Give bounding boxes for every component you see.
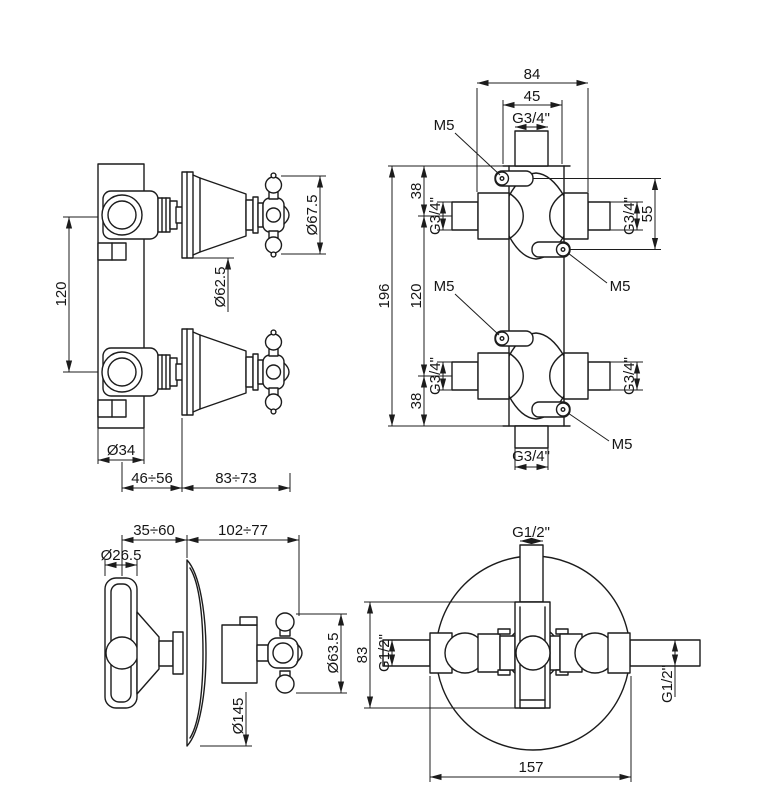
dim-label-overall-width: 157 (518, 759, 543, 776)
view-front-body: 84 45 G3/4" M5 38 G3/4" G3/4" 55 M5 196 … (376, 66, 661, 471)
dim-lines-side (63, 175, 326, 492)
view-front-concealed: G1/2" G1/2" 83 G1/2" 157 (354, 524, 701, 782)
thread-label-top: G3/4" (512, 110, 550, 127)
top-port (514, 130, 549, 167)
dim-label-handle-diameter-2: Ø63.5 (325, 633, 342, 674)
lower-valve-front (451, 330, 611, 420)
dim-label-depth-range: 46÷56 (131, 470, 173, 487)
dim-label-nut-width: 45 (524, 88, 541, 105)
cartridge-hub (515, 635, 551, 671)
dim-lines-concealed-front (366, 537, 679, 782)
handle-arm-wedge (136, 611, 160, 695)
dim-label-body-width: 84 (524, 66, 541, 83)
body-column (508, 165, 565, 427)
thread-label-left-upper: G3/4" (427, 197, 444, 235)
dim-label-handle-bar-diameter: Ø26.5 (101, 547, 142, 564)
dim-label-total-height: 196 (376, 283, 393, 308)
view-side-concealed: 35÷60 102÷77 Ø26.5 Ø63.5 Ø145 (101, 522, 347, 747)
dim-label-120-front: 120 (408, 283, 425, 308)
dim-label-plate-diameter: Ø145 (230, 698, 247, 735)
view-side-exposed: 120 Ø67.5 Ø62.5 Ø34 46÷56 83÷73 (53, 163, 326, 492)
thread-label-left-lower: G3/4" (427, 357, 444, 395)
upper-valve-front (451, 170, 611, 260)
concealed-body-box (221, 624, 258, 684)
dim-label-rail-diameter: Ø34 (107, 442, 135, 459)
dim-lines-concealed-side (104, 535, 347, 747)
dim-label-screw-spacing: 55 (639, 206, 656, 223)
dim-label-sleeve-height: 83 (354, 647, 371, 664)
right-supply-pipe (629, 639, 701, 667)
dim-label-handle-diameter: Ø67.5 (304, 195, 321, 236)
dim-label-38-bottom: 38 (408, 393, 425, 410)
dim-ext-83 (364, 601, 515, 709)
dim-lines-front (388, 79, 661, 471)
thread-label-right-lower: G3/4" (621, 357, 638, 395)
dim-label-120-side: 120 (53, 281, 70, 306)
screw-label-left: M5 (434, 278, 455, 295)
dim-label-handle-projection: 83÷73 (215, 470, 257, 487)
thread-label-right-upper: G3/4" (621, 197, 638, 235)
screw-label-top: M5 (434, 117, 455, 134)
handle-hub-side (105, 636, 139, 670)
thread-label-bottom: G3/4" (512, 448, 550, 465)
screw-label-right: M5 (610, 278, 631, 295)
dim-label-wall-depth: 35÷60 (133, 522, 175, 539)
dim-label-38-top: 38 (408, 183, 425, 200)
thread-label-inlet-left: G1/2" (376, 634, 393, 672)
thread-label-inlet-right: G1/2" (659, 665, 676, 703)
dim-label-bell-diameter: Ø62.5 (212, 267, 229, 308)
dim-label-projection: 102÷77 (218, 522, 268, 539)
thread-label-outlet-top: G1/2" (512, 524, 550, 541)
bottom-port (514, 425, 549, 449)
top-outlet-pipe (519, 544, 544, 603)
screw-label-bottom: M5 (612, 436, 633, 453)
